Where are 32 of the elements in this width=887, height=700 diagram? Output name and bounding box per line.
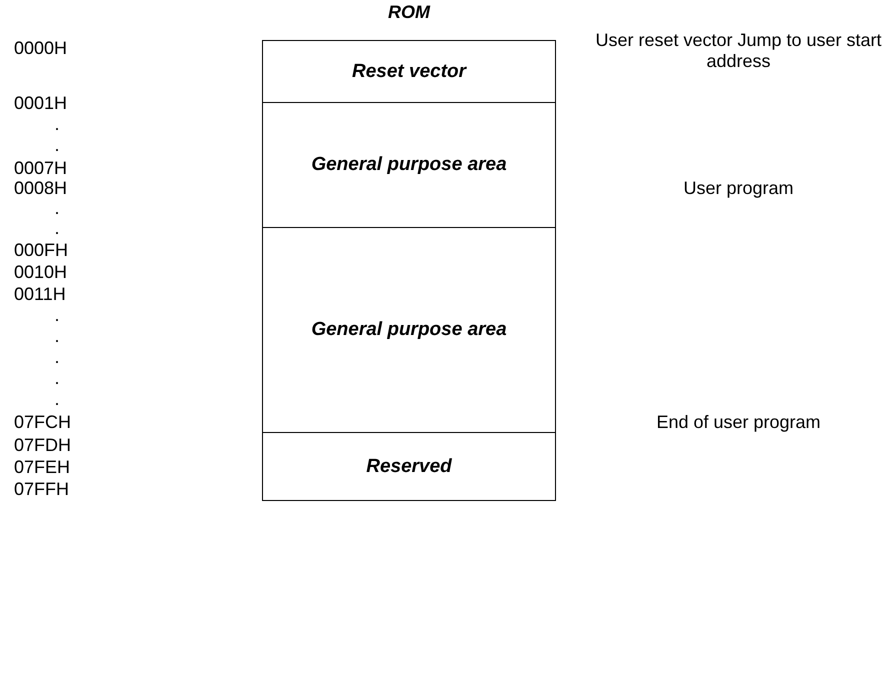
ellipsis-dot: . [53, 114, 60, 135]
address-label: 07FDH [14, 435, 72, 456]
address-label: 000FH [14, 240, 68, 261]
ellipsis-dot: . [53, 305, 60, 326]
ellipsis-dot: . [53, 368, 60, 389]
ellipsis-dot: . [53, 198, 60, 219]
ellipsis-dot: . [53, 135, 60, 156]
memory-region [262, 40, 556, 103]
ellipsis-dot: . [53, 218, 60, 239]
address-label: 0010H [14, 262, 68, 283]
memory-region [262, 227, 556, 433]
region-name: General purpose area [311, 154, 507, 176]
memory-region [262, 432, 556, 501]
address-label: 0001H [14, 93, 68, 114]
address-label: 0011H [14, 284, 66, 305]
region-name: General purpose area [311, 319, 507, 341]
memory-note: End of user program [655, 412, 822, 433]
address-label: 07FEH [14, 457, 70, 478]
address-label: 07FCH [14, 412, 72, 433]
ellipsis-dot: . [53, 347, 60, 368]
address-label: 0008H [14, 178, 68, 199]
memory-title: ROM [387, 2, 432, 23]
memory-note: User reset vector Jump to user start address [594, 30, 883, 72]
address-label: 0007H [14, 158, 68, 179]
memory-note: User program [682, 178, 795, 199]
region-name: Reset vector [352, 60, 466, 82]
address-label: 0000H [14, 38, 68, 59]
ellipsis-dot: . [53, 326, 60, 347]
region-name: Reserved [366, 456, 452, 478]
memory-region [262, 102, 556, 228]
address-label: 07FFH [14, 479, 70, 500]
ellipsis-dot: . [53, 389, 60, 410]
